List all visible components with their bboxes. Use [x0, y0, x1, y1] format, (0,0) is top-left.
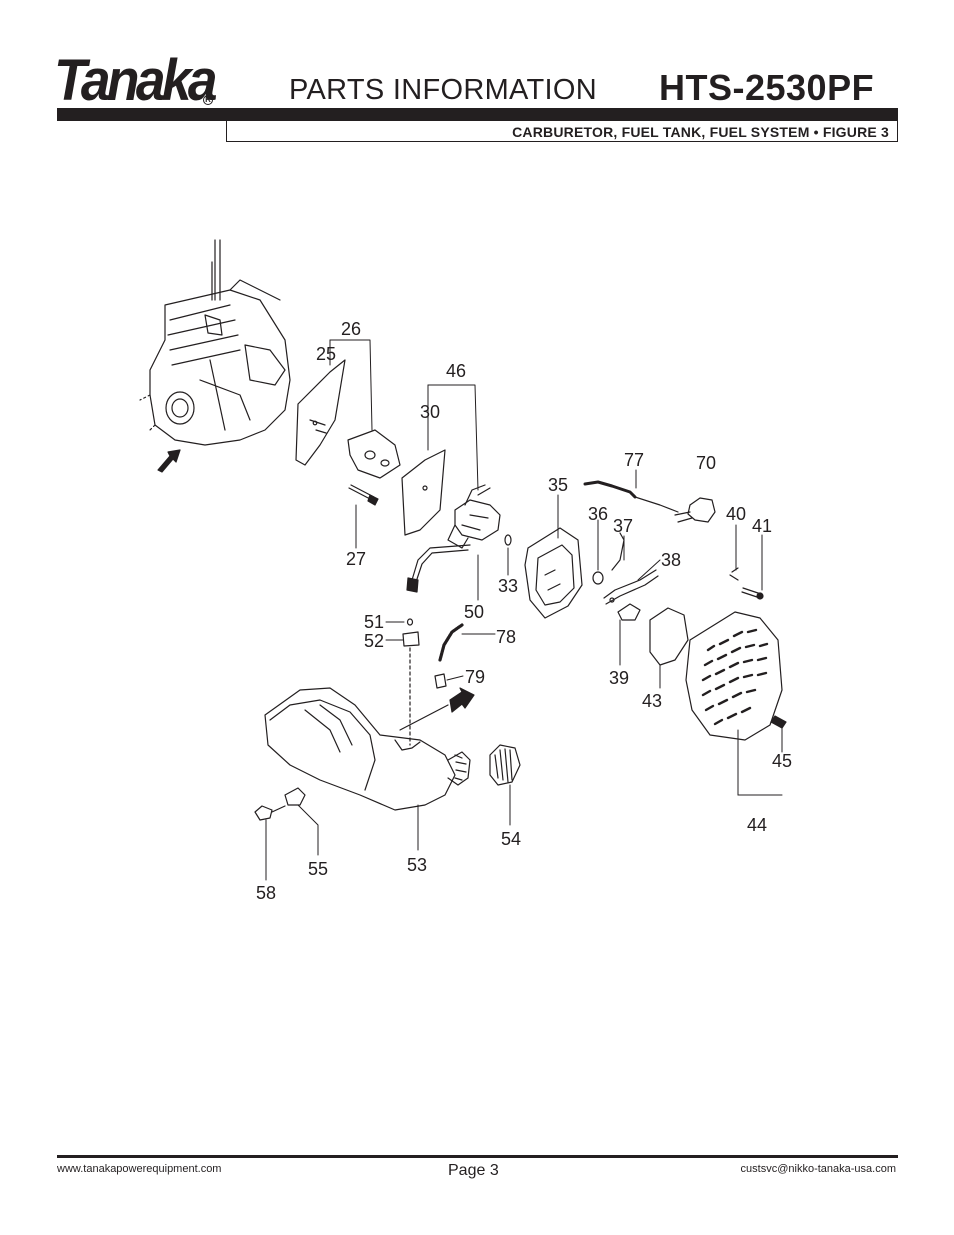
collar-36: [592, 571, 604, 585]
callout-46: 46: [446, 361, 466, 381]
fuel-tank-53: [264, 687, 456, 811]
filter-52: [402, 631, 420, 647]
website-link[interactable]: www.tanakapowerequipment.com: [57, 1163, 222, 1175]
callout-44: 44: [747, 815, 767, 835]
footer-rule: [57, 1155, 898, 1158]
email-link[interactable]: custsvc@nikko-tanaka-usa.com: [740, 1163, 896, 1175]
air-cleaner-cover-44: [685, 611, 783, 741]
callout-55: 55: [308, 859, 328, 879]
cap-54: [489, 744, 521, 786]
callout-54: 54: [501, 829, 521, 849]
arrow-icon: [157, 449, 181, 473]
callout-77: 77: [624, 450, 644, 470]
header-rule: [57, 108, 898, 121]
callout-58: 58: [256, 883, 276, 903]
gasket-30: [401, 449, 446, 536]
callout-30: 30: [420, 402, 440, 422]
air-cleaner-base-35: [524, 527, 583, 619]
callout-39: 39: [609, 668, 629, 688]
engine-block-drawing: [139, 239, 291, 446]
primer-70: [687, 497, 716, 523]
callout-36: 36: [588, 504, 608, 524]
figure-subtitle: CARBURETOR, FUEL TANK, FUEL SYSTEM • FIG…: [512, 124, 889, 140]
carburetor-46: [454, 499, 501, 541]
model-number: HTS-2530PF: [659, 67, 875, 108]
callout-35: 35: [548, 475, 568, 495]
callout-70: 70: [696, 453, 716, 473]
callout-33: 33: [498, 576, 518, 596]
callout-41: 41: [752, 516, 772, 536]
registered-mark: R: [203, 95, 213, 105]
grommet-79: [434, 673, 447, 689]
bolt-58: [254, 805, 273, 821]
callout-37: 37: [613, 516, 633, 536]
callout-43: 43: [642, 691, 662, 711]
choke-39: [617, 603, 641, 621]
page-title: PARTS INFORMATION: [289, 74, 597, 106]
callout-53: 53: [407, 855, 427, 875]
callout-52: 52: [364, 631, 384, 651]
callout-25: 25: [316, 344, 336, 364]
callout-27: 27: [346, 549, 366, 569]
callout-45: 45: [772, 751, 792, 771]
callout-40: 40: [726, 504, 746, 524]
subtitle-box: CARBURETOR, FUEL TANK, FUEL SYSTEM • FIG…: [226, 121, 898, 142]
lever-37: [611, 532, 625, 571]
element-43: [649, 607, 689, 666]
plate-38: [603, 569, 659, 605]
arrow-icon: [449, 687, 475, 713]
brand-logo: Tanaka: [54, 48, 218, 113]
callout-26: 26: [341, 319, 361, 339]
page-number: Page 3: [448, 1162, 499, 1179]
callout-38: 38: [661, 550, 681, 570]
gasket-25: [295, 359, 346, 466]
callout-50: 50: [464, 602, 484, 622]
callout-79: 79: [465, 667, 485, 687]
grommet-55: [284, 787, 306, 806]
insulator-26: [347, 429, 401, 479]
callout-51: 51: [364, 612, 384, 632]
callout-78: 78: [496, 627, 516, 647]
